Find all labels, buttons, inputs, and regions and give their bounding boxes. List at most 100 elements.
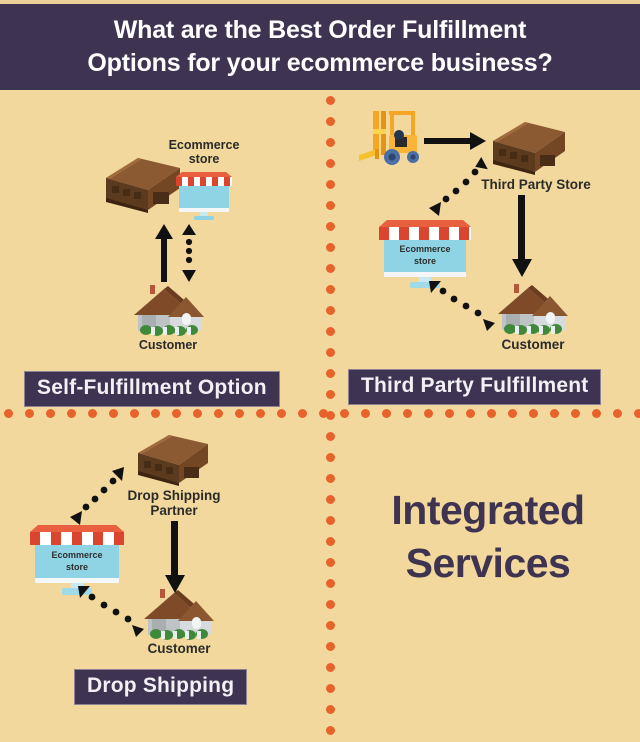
divider-dot bbox=[326, 96, 335, 105]
customer-label: Customer bbox=[138, 338, 198, 352]
divider-dot bbox=[326, 138, 335, 147]
divider-dot bbox=[326, 180, 335, 189]
page-title-line-1: What are the Best Order Fulfillment bbox=[113, 16, 527, 44]
divider-dot bbox=[235, 409, 244, 418]
divider-dot bbox=[326, 264, 335, 273]
quadrant-third-party-fulfillment: Third Party Store bbox=[335, 90, 640, 410]
dotted-arrow-ecommerce-to-customer-drop bbox=[72, 580, 152, 642]
divider-dot bbox=[326, 222, 335, 231]
divider-dot bbox=[151, 409, 160, 418]
divider-dot bbox=[424, 409, 433, 418]
customer-label-drop-shipping: Customer bbox=[147, 641, 211, 656]
divider-dot bbox=[326, 537, 335, 546]
divider-dot bbox=[326, 600, 335, 609]
divider-dot bbox=[326, 306, 335, 315]
storefront-monitor-icon bbox=[176, 169, 232, 221]
divider-dot bbox=[326, 558, 335, 567]
divider-dot bbox=[319, 409, 328, 418]
forklift-icon bbox=[359, 107, 423, 169]
horizontal-dotted-divider bbox=[0, 409, 640, 418]
divider-dot bbox=[326, 327, 335, 336]
house-icon-drop-shipping bbox=[140, 583, 218, 641]
divider-dot bbox=[109, 409, 118, 418]
drop-shipping-partner-label-line-1: Drop Shipping bbox=[127, 488, 221, 503]
divider-dot bbox=[466, 409, 475, 418]
house-icon bbox=[130, 279, 208, 337]
quadrant-self-fulfillment: Ecommerce store bbox=[0, 90, 326, 410]
vertical-dotted-divider bbox=[326, 96, 335, 735]
divider-dot bbox=[326, 432, 335, 441]
divider-dot bbox=[326, 453, 335, 462]
divider-dot bbox=[326, 243, 335, 252]
divider-dot bbox=[592, 409, 601, 418]
page-title-line-2: Options for your ecommerce business? bbox=[87, 49, 553, 77]
divider-dot bbox=[326, 159, 335, 168]
top-strip bbox=[0, 0, 640, 4]
page-header: What are the Best Order Fulfillment Opti… bbox=[0, 4, 640, 90]
dotted-arrow-ecommerce-to-customer bbox=[423, 275, 505, 337]
customer-label-third-party: Customer bbox=[501, 337, 565, 352]
divider-dot bbox=[130, 409, 139, 418]
divider-dot bbox=[172, 409, 181, 418]
third-party-warehouse-icon bbox=[487, 117, 569, 177]
drop-shipping-partner-label-line-2: Partner bbox=[150, 503, 198, 518]
solid-arrow-store-to-customer bbox=[512, 195, 532, 277]
integrated-services-line-2: Services bbox=[405, 540, 571, 586]
divider-dot bbox=[326, 411, 335, 420]
divider-dot bbox=[326, 705, 335, 714]
divider-dot bbox=[634, 409, 640, 418]
divider-dot bbox=[326, 684, 335, 693]
divider-dot bbox=[550, 409, 559, 418]
divider-dot bbox=[382, 409, 391, 418]
divider-dot bbox=[326, 117, 335, 126]
divider-dot bbox=[326, 663, 335, 672]
house-icon-third-party bbox=[494, 278, 572, 336]
divider-dot bbox=[326, 726, 335, 735]
divider-dot bbox=[25, 409, 34, 418]
divider-dot bbox=[571, 409, 580, 418]
divider-dot bbox=[445, 409, 454, 418]
quadrant-drop-shipping: Drop Shipping Partner bbox=[0, 418, 326, 742]
dotted-arrow-store-to-ecommerce bbox=[415, 152, 493, 224]
divider-dot bbox=[326, 474, 335, 483]
solid-arrow-partner-to-customer bbox=[165, 521, 185, 593]
divider-dot bbox=[326, 621, 335, 630]
dotted-arrow-partner-to-ecommerce bbox=[58, 463, 134, 531]
warehouse-icon bbox=[98, 152, 184, 214]
banner-drop-shipping[interactable]: Drop Shipping bbox=[74, 669, 248, 705]
drop-shipping-partner-warehouse-icon bbox=[132, 430, 212, 488]
third-party-store-label: Third Party Store bbox=[481, 177, 591, 192]
divider-dot bbox=[256, 409, 265, 418]
divider-dot bbox=[487, 409, 496, 418]
storefront-monitor-icon-drop-shipping: Ecommerce store bbox=[30, 522, 124, 596]
divider-dot bbox=[88, 409, 97, 418]
ecommerce-store-label-line-2: store bbox=[188, 152, 220, 166]
ecommerce-store-label-line-1: Ecommerce bbox=[168, 138, 240, 152]
banner-self-fulfillment[interactable]: Self-Fulfillment Option bbox=[24, 371, 280, 407]
divider-dot bbox=[326, 285, 335, 294]
divider-dot bbox=[46, 409, 55, 418]
divider-dot bbox=[326, 642, 335, 651]
divider-dot bbox=[361, 409, 370, 418]
divider-dot bbox=[326, 516, 335, 525]
divider-dot bbox=[193, 409, 202, 418]
solid-arrow-forklift-to-store bbox=[424, 132, 486, 150]
divider-dot bbox=[4, 409, 13, 418]
divider-dot bbox=[214, 409, 223, 418]
divider-dot bbox=[326, 348, 335, 357]
divider-dot bbox=[340, 409, 349, 418]
dotted-arrow-store-to-customer bbox=[180, 224, 198, 282]
divider-dot bbox=[326, 495, 335, 504]
divider-dot bbox=[326, 579, 335, 588]
divider-dot bbox=[298, 409, 307, 418]
divider-dot bbox=[613, 409, 622, 418]
banner-third-party-fulfillment[interactable]: Third Party Fulfillment bbox=[348, 369, 602, 405]
divider-dot bbox=[67, 409, 76, 418]
divider-dot bbox=[277, 409, 286, 418]
divider-dot bbox=[403, 409, 412, 418]
divider-dot bbox=[529, 409, 538, 418]
divider-dot bbox=[326, 390, 335, 399]
solid-arrow-customer-to-store bbox=[155, 224, 173, 282]
divider-dot bbox=[508, 409, 517, 418]
